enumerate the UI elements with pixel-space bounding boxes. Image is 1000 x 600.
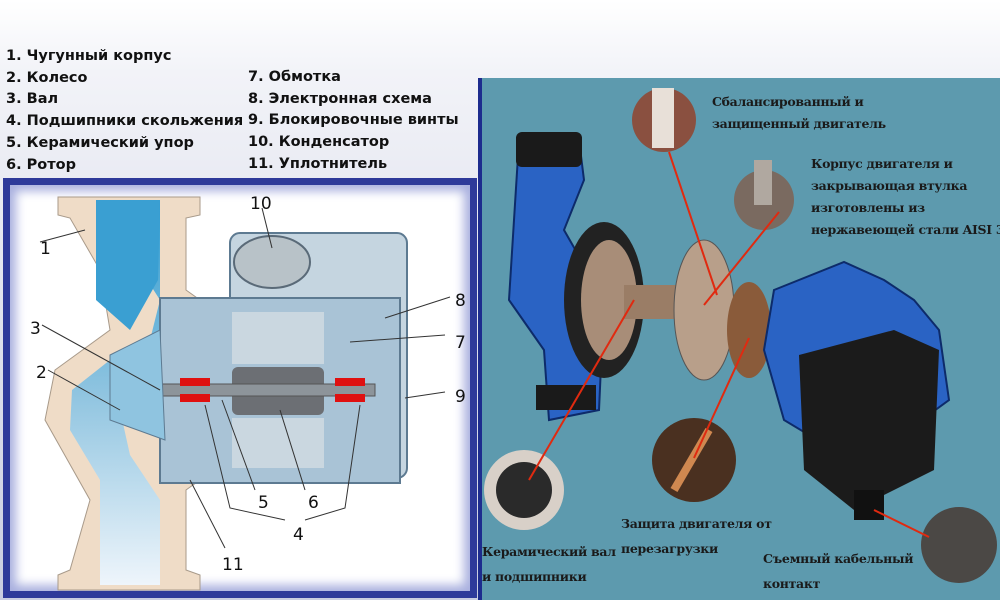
label-2: 2 [36,363,47,383]
annotation-line: нержавеющей стали AISI 316 [811,222,1000,237]
legend-item: 6. Ротор [6,156,76,173]
annotation-line: перезагрузки [621,541,718,556]
legend-item: 11. Уплотнитель [248,155,388,172]
annotation-line: Керамический вал [482,544,616,559]
annotation-line: Сбалансированный и [712,94,864,109]
legend-left: 1. Чугунный корпус 2. Колесо 3. Вал 4. П… [6,46,243,176]
annotation-housing: Корпус двигателя и закрывающая втулка из… [811,153,1000,241]
pump-exploded-photo: Сбалансированный и защищенный двигатель … [478,78,1000,600]
annotation-line: Корпус двигателя и [811,156,953,171]
cable-callout [921,507,997,583]
legend-item: 9. Блокировочные винты [248,112,459,129]
pump-cross-section-diagram: 1 2 3 4 5 6 7 8 9 10 11 [3,178,477,598]
annotation-line: изготовлены из [811,200,925,215]
annotation-line: защищенный двигатель [712,116,886,131]
label-11: 11 [222,555,244,575]
bearing-left [180,378,210,386]
legend-item: 5. Керамический упор [6,134,194,151]
annotation-ceramic: Керамический вал и подшипники [482,539,616,589]
annotation-line: контакт [763,576,821,591]
legend-item: 3. Вал [6,91,59,108]
impeller [109,329,166,441]
annotation-line: Защита двигателя от [621,516,772,531]
label-6: 6 [308,493,319,513]
label-7: 7 [455,333,466,353]
annotation-line: и подшипники [482,569,587,584]
label-9: 9 [455,387,466,407]
annotation-protection: Защита двигателя от перезагрузки [621,511,772,561]
terminal-box [799,330,939,510]
leader-lines [39,207,451,549]
rotor-coil [727,282,771,378]
legend-item: 4. Подшипники скольжения [6,113,244,130]
outlet [536,385,596,410]
label-4: 4 [293,525,304,545]
legend-item: 8. Электронная схема [248,90,432,107]
label-10: 10 [250,194,272,214]
legend-item: 2. Колесо [6,69,88,86]
cross-section-drawing [39,196,451,591]
annotation-line: Съемный кабельный [763,551,914,566]
annotation-line: закрывающая втулка [811,178,968,193]
bearing-right [335,378,365,386]
annotation-motor: Сбалансированный и защищенный двигатель [712,91,886,135]
inlet-thread [516,132,582,167]
winding-top [232,312,324,364]
capacitor [233,235,311,289]
label-3: 3 [30,319,41,339]
legend-item: 1. Чугунный корпус [6,48,172,64]
annotation-cable: Съемный кабельный контакт [763,546,914,596]
legend-right: 7. Обмотка 8. Электронная схема 9. Блоки… [248,67,459,176]
callout-lines [528,151,930,538]
legend-item: 7. Обмотка [248,69,341,85]
label-8: 8 [455,291,466,311]
label-1: 1 [40,239,51,259]
disc [673,239,735,381]
winding-bottom [232,418,324,468]
pump-photo-drawing [484,88,997,583]
legend-item: 10. Конденсатор [248,134,390,151]
label-5: 5 [258,493,269,513]
